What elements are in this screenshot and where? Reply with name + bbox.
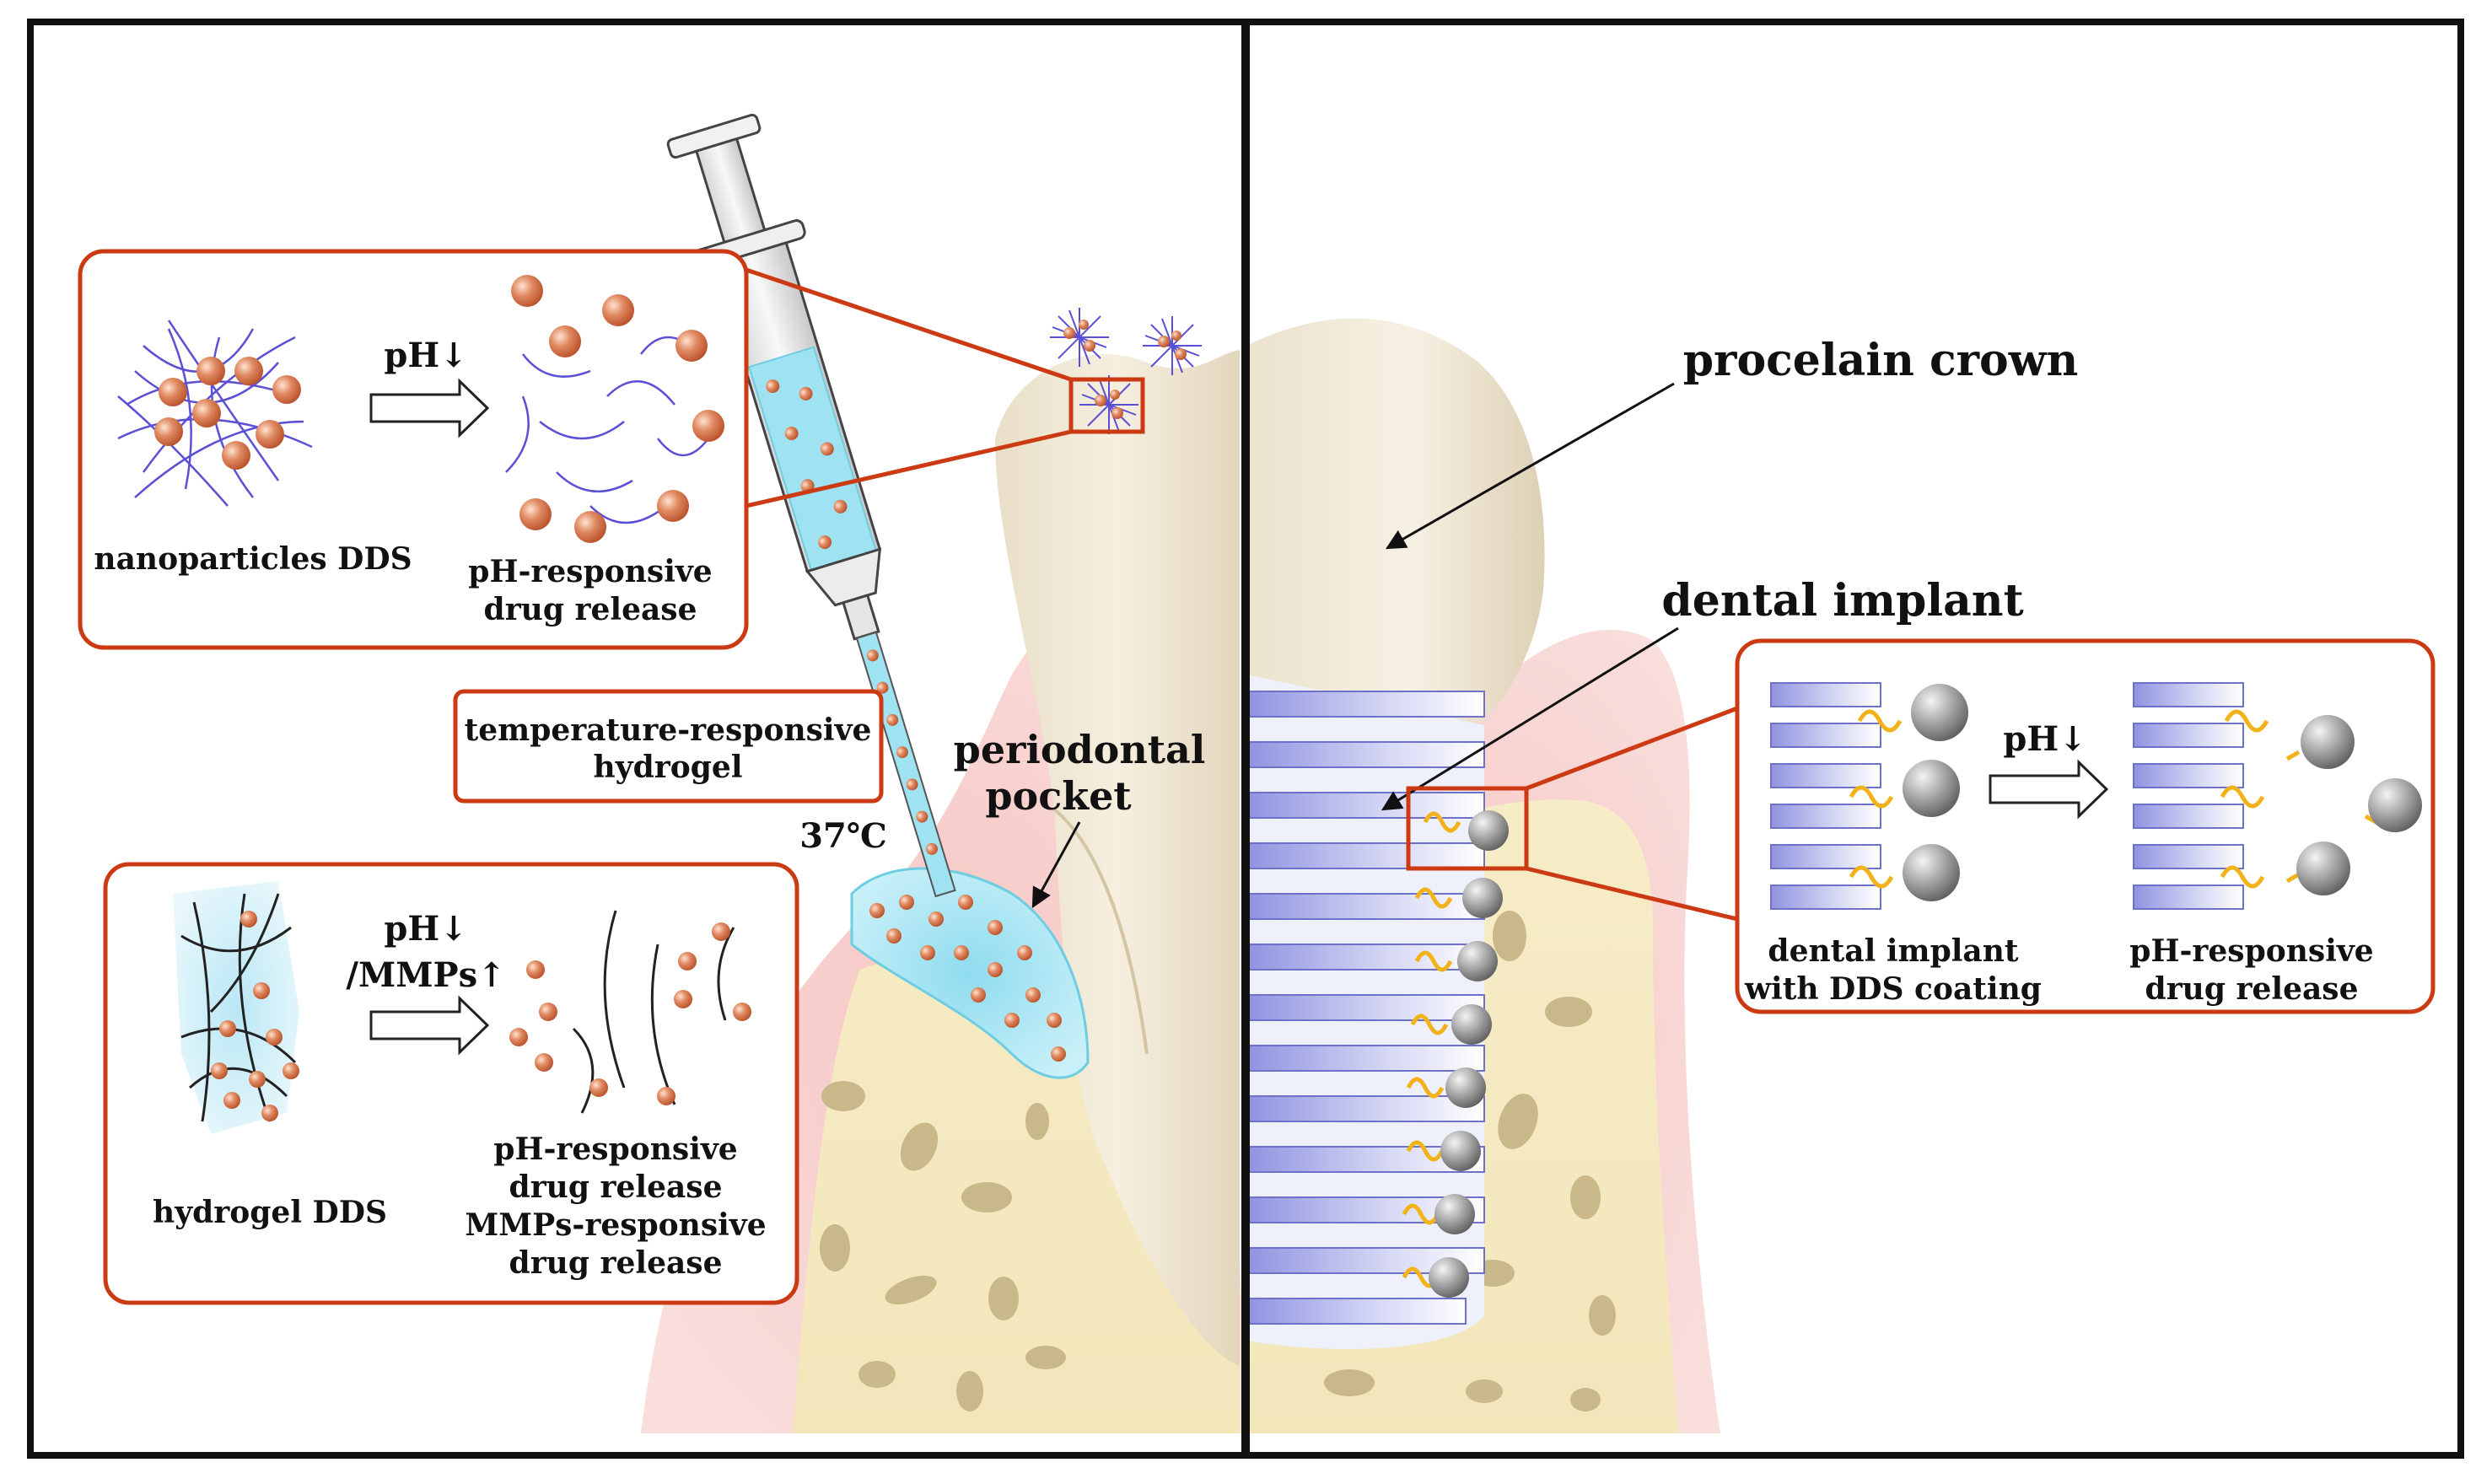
hydrogel-dds-label: hydrogel DDS	[153, 1195, 387, 1230]
tooth-nanoparticle-clusters	[1050, 308, 1202, 434]
pocket-gel-particles	[869, 895, 1066, 1062]
temperature-box-line1: temperature-responsive	[465, 712, 872, 748]
pocket-label-line2: pocket	[985, 773, 1132, 819]
porcelain-crown	[1246, 318, 1545, 725]
pocket-hydrogel	[850, 867, 1090, 1079]
syringe-fluid	[748, 346, 877, 572]
porcelain-crown-label: procelain crown	[1683, 335, 2079, 386]
tooth-contour	[1052, 808, 1149, 1055]
nano-hollow-arrow	[369, 378, 490, 438]
nano-release-line1: pH-responsive	[468, 554, 712, 589]
released-drug-illustration	[505, 275, 724, 543]
nanoparticle-dds-illustration	[117, 320, 313, 507]
hydrogel-hollow-arrow	[369, 995, 490, 1056]
implant-hollow-arrow	[1989, 759, 2109, 820]
hydrogel-arrow-line2: /MMPs↑	[346, 955, 505, 995]
implant-zoom-frame	[1406, 786, 1529, 871]
tooth-cluster-particles	[1063, 320, 1187, 419]
temperature-box-line2: hydrogel	[594, 750, 743, 785]
hydrogel-release-line2: drug release	[509, 1169, 723, 1205]
zoom-line-top	[745, 267, 1072, 382]
temperature-37c-label: 37℃	[799, 816, 887, 856]
zoom-source-frame	[1068, 377, 1145, 434]
implant-zoom-line-top	[1526, 706, 1738, 791]
bone-pores	[820, 1081, 1066, 1411]
tube-particles	[866, 649, 938, 855]
implant-box-label-left2: with DDS coating	[1744, 971, 2042, 1007]
coated-implant-illustration	[1770, 682, 1968, 910]
dental-implant-label: dental implant	[1661, 575, 2023, 626]
nano-release-line2: drug release	[484, 592, 697, 627]
hydrogel-dds-illustration	[173, 881, 299, 1134]
nanoparticle-box	[78, 249, 749, 650]
hydrogel-release-illustration	[509, 910, 751, 1114]
nanoparticle-dds-label: nanoparticles DDS	[94, 541, 412, 577]
syringe	[666, 113, 956, 898]
hydrogel-arrow-line1: pH↓	[384, 909, 467, 949]
implant-body	[1246, 675, 1485, 1349]
crown-pointer-arrow	[1385, 382, 1675, 550]
right-panel-frame	[1243, 19, 2464, 1459]
pocket-label-line1: periodontal	[954, 727, 1206, 772]
released-implant-illustration	[2133, 682, 2422, 910]
zoom-line-bottom	[745, 429, 1072, 508]
left-panel: nanoparticles DDS pH↓ pH-responsive drug…	[78, 113, 1248, 1433]
natural-tooth	[995, 350, 1240, 1366]
implant-box-label-right1: pH-responsive	[2129, 933, 2373, 969]
implant-zoom-line-bottom	[1526, 866, 1738, 922]
temperature-box	[453, 689, 884, 804]
pocket-pointer-arrow	[1031, 821, 1081, 909]
implant-arrow-label: pH↓	[2003, 719, 2086, 759]
implant-box	[1735, 638, 2435, 1014]
hydrogel-release-line4: drug release	[509, 1245, 723, 1281]
implant-pointer-arrow	[1381, 626, 1679, 811]
syringe-hub	[805, 547, 882, 607]
implant-coating-spheres	[1429, 810, 1509, 1298]
implant-bone-pores	[1324, 911, 1616, 1411]
implant-box-label-left1: dental implant	[1768, 933, 2019, 969]
hydrogel-release-line3: MMPs-responsive	[465, 1207, 766, 1243]
implant-box-label-right2: drug release	[2145, 971, 2359, 1007]
nano-arrow-label: pH↓	[384, 336, 467, 375]
hydrogel-release-line1: pH-responsive	[493, 1132, 737, 1167]
right-panel: procelain crown dental implant dental im…	[1246, 318, 2435, 1433]
